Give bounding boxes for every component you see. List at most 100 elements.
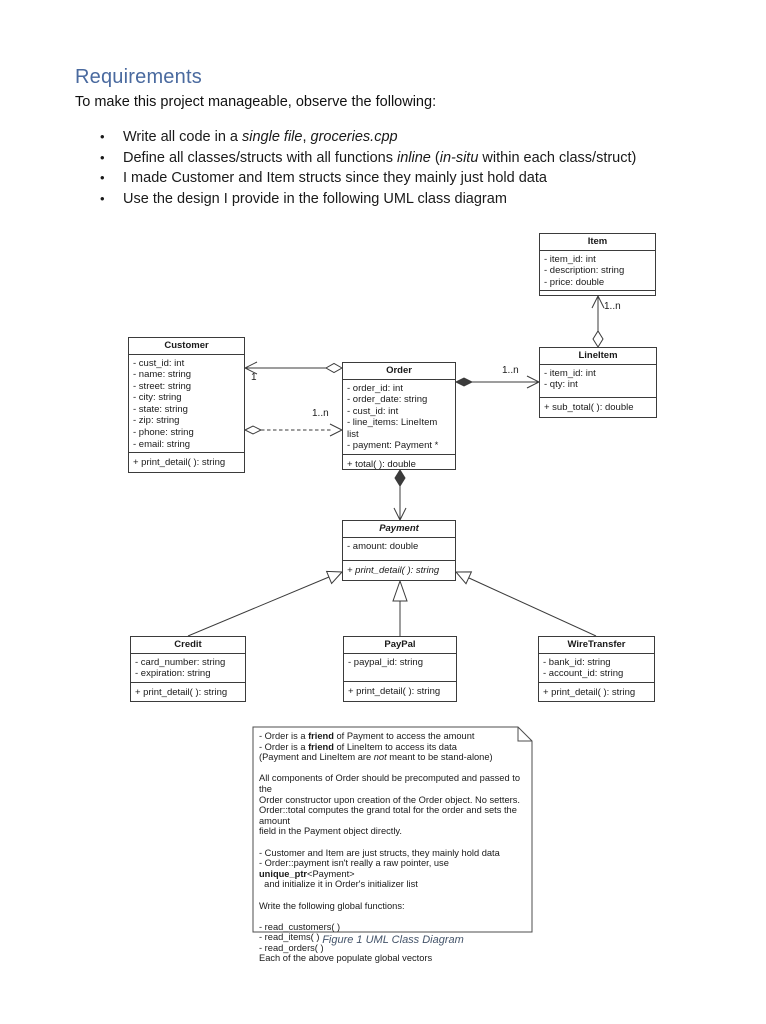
text-line: - Customer and Item are just structs, th… xyxy=(259,847,500,858)
class-box-item: Item - item_id: int- description: string… xyxy=(539,233,656,296)
text-line: + print_detail( ): string xyxy=(133,457,226,469)
text-line: + total( ): double xyxy=(347,459,416,470)
text-line: + print_detail( ): string xyxy=(543,686,636,698)
class-attributes: - item_id: int- description: string- pri… xyxy=(540,251,655,291)
text-line: - card_number: string xyxy=(135,656,226,668)
text-line: - read_customers( ) xyxy=(259,921,341,932)
text-segment: Write all code in a xyxy=(123,129,243,145)
text-line: - description: string xyxy=(544,265,625,277)
list-item-text: Define all classes/structs with all func… xyxy=(123,150,636,166)
text-line: - name: string xyxy=(133,369,192,381)
connector-item-lineitem xyxy=(591,294,605,348)
class-box-wiretransfer: WireTransfer - bank_id: string- account_… xyxy=(538,636,655,702)
connector-credit-payment xyxy=(187,570,344,637)
multiplicity-label-item-lineitem: 1..n xyxy=(604,301,621,312)
bullet-icon: • xyxy=(100,190,105,206)
text-segment: - Order is a xyxy=(259,741,309,752)
class-attributes: - item_id: int- qty: int xyxy=(540,365,656,398)
text-line: - zip: string xyxy=(133,415,180,427)
class-box-order: Order - order_id: int- order_date: strin… xyxy=(342,362,456,470)
multiplicity-label-customer-one: 1 xyxy=(251,372,257,383)
class-title: Payment xyxy=(343,521,455,538)
text-segment: friend xyxy=(308,741,334,752)
text-line: - order_id: int xyxy=(347,382,403,394)
text-line: - price: double xyxy=(544,276,605,288)
text-line: (Payment and LineItem are not meant to b… xyxy=(259,752,525,763)
class-title: Customer xyxy=(129,338,244,355)
class-box-payment: Payment - amount: double + print_detail(… xyxy=(342,520,456,581)
text-segment: , xyxy=(302,129,311,145)
uml-note-outline xyxy=(252,726,533,933)
text-segment: friend xyxy=(308,731,334,741)
text-line: - paypal_id: string xyxy=(348,656,423,668)
text-segment: unique_ptr xyxy=(259,868,308,879)
class-methods: + print_detail( ): string xyxy=(131,681,245,701)
class-methods: + print_detail( ): string xyxy=(344,681,456,701)
text-line xyxy=(259,890,525,901)
class-title: PayPal xyxy=(344,637,456,654)
text-segment: inline xyxy=(397,149,431,166)
class-methods: + print_detail( ): string xyxy=(539,681,654,701)
class-box-paypal: PayPal - paypal_id: string + print_detai… xyxy=(343,636,457,702)
figure-caption: Figure 1 UML Class Diagram xyxy=(322,934,464,946)
text-segment: not xyxy=(373,752,387,763)
list-item-text: I made Customer and Item structs since t… xyxy=(123,170,547,186)
text-segment: I made Customer and Item structs since t… xyxy=(123,170,547,186)
multiplicity-label-customer-order-many: 1..n xyxy=(312,408,329,419)
multiplicity-label-order-lineitem: 1..n xyxy=(502,365,519,376)
text-segment: single file xyxy=(242,129,303,145)
text-line: - item_id: int xyxy=(544,367,596,379)
text-line: - item_id: int xyxy=(544,253,596,265)
page-title: Requirements xyxy=(75,66,202,88)
text-line: Order constructor upon creation of the O… xyxy=(259,794,520,805)
text-line: + print_detail( ): string xyxy=(348,686,441,698)
class-attributes: - bank_id: string- account_id: string xyxy=(539,654,654,682)
class-title: Credit xyxy=(131,637,245,654)
list-item: • Use the design I provide in the follow… xyxy=(100,191,720,212)
text-segment: meant to be stand-alone) xyxy=(386,752,493,763)
text-segment: Use the design I provide in the followin… xyxy=(123,190,507,207)
text-segment: of LineItem to access its data xyxy=(333,741,457,752)
text-line: - email: string xyxy=(133,438,191,450)
intro-text: To make this project manageable, observe… xyxy=(75,94,437,110)
text-line: - bank_id: string xyxy=(543,656,611,668)
text-line: + print_detail( ): string xyxy=(347,565,440,577)
text-line: - city: string xyxy=(133,392,182,404)
text-line: field in the Payment object directly. xyxy=(259,826,402,837)
connector-order-customer xyxy=(243,361,344,375)
text-line: + print_detail( ): string xyxy=(135,686,228,698)
text-line: - line_items: LineItem list xyxy=(347,417,438,440)
class-title: Item xyxy=(540,234,655,251)
connector-customer-order-dashed xyxy=(243,423,344,437)
list-item-text: Use the design I provide in the followin… xyxy=(123,191,507,207)
text-line: - Order is a friend of Payment to access… xyxy=(259,731,525,742)
uml-note-text: - Order is a friend of Payment to access… xyxy=(259,731,525,964)
class-title: WireTransfer xyxy=(539,637,654,654)
text-segment: - Order is a xyxy=(259,731,309,741)
text-line xyxy=(259,837,525,848)
class-methods: + print_detail( ): string xyxy=(129,452,244,472)
bullet-icon: • xyxy=(100,149,105,165)
class-title: LineItem xyxy=(540,348,656,365)
class-box-credit: Credit - card_number: string- expiration… xyxy=(130,636,246,702)
text-segment: <Payment> xyxy=(307,868,355,879)
text-line: - account_id: string xyxy=(543,668,624,680)
list-item: • Define all classes/structs with all fu… xyxy=(100,150,720,171)
class-attributes: - amount: double xyxy=(343,538,455,561)
connector-paypal-payment xyxy=(392,579,408,636)
text-line: - read_items( ) xyxy=(259,932,320,943)
text-line: - qty: int xyxy=(544,379,578,391)
text-line: Each of the above populate global vector… xyxy=(259,953,433,964)
text-segment: (Payment and LineItem are xyxy=(259,752,374,763)
text-line: + sub_total( ): double xyxy=(544,402,634,414)
text-line: - state: string xyxy=(133,403,188,415)
list-item: • Write all code in a single file, groce… xyxy=(100,129,720,150)
list-item: • I made Customer and Item structs since… xyxy=(100,170,720,191)
connector-order-lineitem xyxy=(454,375,541,389)
class-methods: + total( ): double+ print_order( ): stri… xyxy=(343,454,455,470)
text-line: and initialize it in Order's initializer… xyxy=(259,879,418,890)
class-title: Order xyxy=(343,363,455,380)
